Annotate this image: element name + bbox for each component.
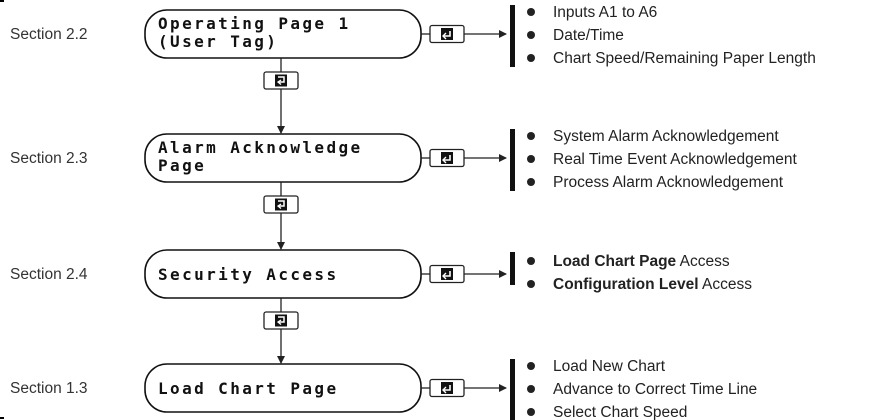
next-page-key-icon	[263, 311, 299, 330]
bullet-item: Date/Time	[553, 27, 624, 44]
section-label: Section 1.3	[10, 380, 88, 397]
bullet-dot	[527, 155, 535, 163]
bullet-item: Inputs A1 to A6	[553, 4, 657, 21]
bullet-dot	[527, 132, 535, 140]
page-title: Security Access	[158, 265, 339, 284]
bracket-bar	[510, 359, 515, 420]
flow-row: Section 2.4 Security Access Load Chart Pag…	[10, 249, 752, 364]
bullet-item: Process Alarm Acknowledgement	[553, 174, 784, 191]
bullet-dot	[527, 8, 535, 16]
enter-key-icon	[421, 378, 507, 398]
bullet-dot	[527, 54, 535, 62]
bullet-item: Chart Speed/Remaining Paper Length	[553, 50, 816, 67]
bullet-item: Select Chart Speed	[553, 404, 687, 420]
bracket-bar	[510, 252, 515, 285]
next-page-key-icon	[263, 195, 299, 214]
bullet-dot	[527, 362, 535, 370]
flow-row: Section 1.3 Load Chart Page Load New Chart…	[10, 358, 757, 420]
bullet-item: Configuration Level Access	[553, 276, 752, 293]
bullet-item: Load Chart Page Access	[553, 253, 730, 270]
bullet-item: System Alarm Acknowledgement	[553, 128, 779, 145]
page-title: Alarm Acknowledge	[158, 138, 363, 157]
enter-key-icon	[421, 264, 507, 284]
bullet-dot	[527, 385, 535, 393]
bullet-dot	[527, 280, 535, 288]
bullet-dot	[527, 257, 535, 265]
bracket-bar	[510, 5, 515, 67]
page-title: Operating Page 1	[158, 14, 351, 33]
section-label: Section 2.3	[10, 150, 88, 167]
bullet-item: Advance to Correct Time Line	[553, 381, 757, 398]
section-label: Section 2.4	[10, 266, 88, 283]
bullet-dot	[527, 408, 535, 416]
enter-key-icon	[421, 24, 507, 44]
section-label: Section 2.2	[10, 26, 88, 43]
next-page-key-icon	[263, 71, 299, 90]
bullet-dot	[527, 31, 535, 39]
enter-key-icon	[421, 148, 507, 168]
bullet-item: Real Time Event Acknowledgement	[553, 151, 798, 168]
bullet-item: Load New Chart	[553, 358, 666, 375]
page-title: Page	[158, 156, 206, 175]
flow-row: Section 2.2 Operating Page 1(User Tag) Inp…	[10, 4, 816, 134]
page-title: Load Chart Page	[158, 379, 339, 398]
bracket-bar	[510, 129, 515, 191]
bullet-dot	[527, 178, 535, 186]
page-title: (User Tag)	[158, 32, 278, 51]
